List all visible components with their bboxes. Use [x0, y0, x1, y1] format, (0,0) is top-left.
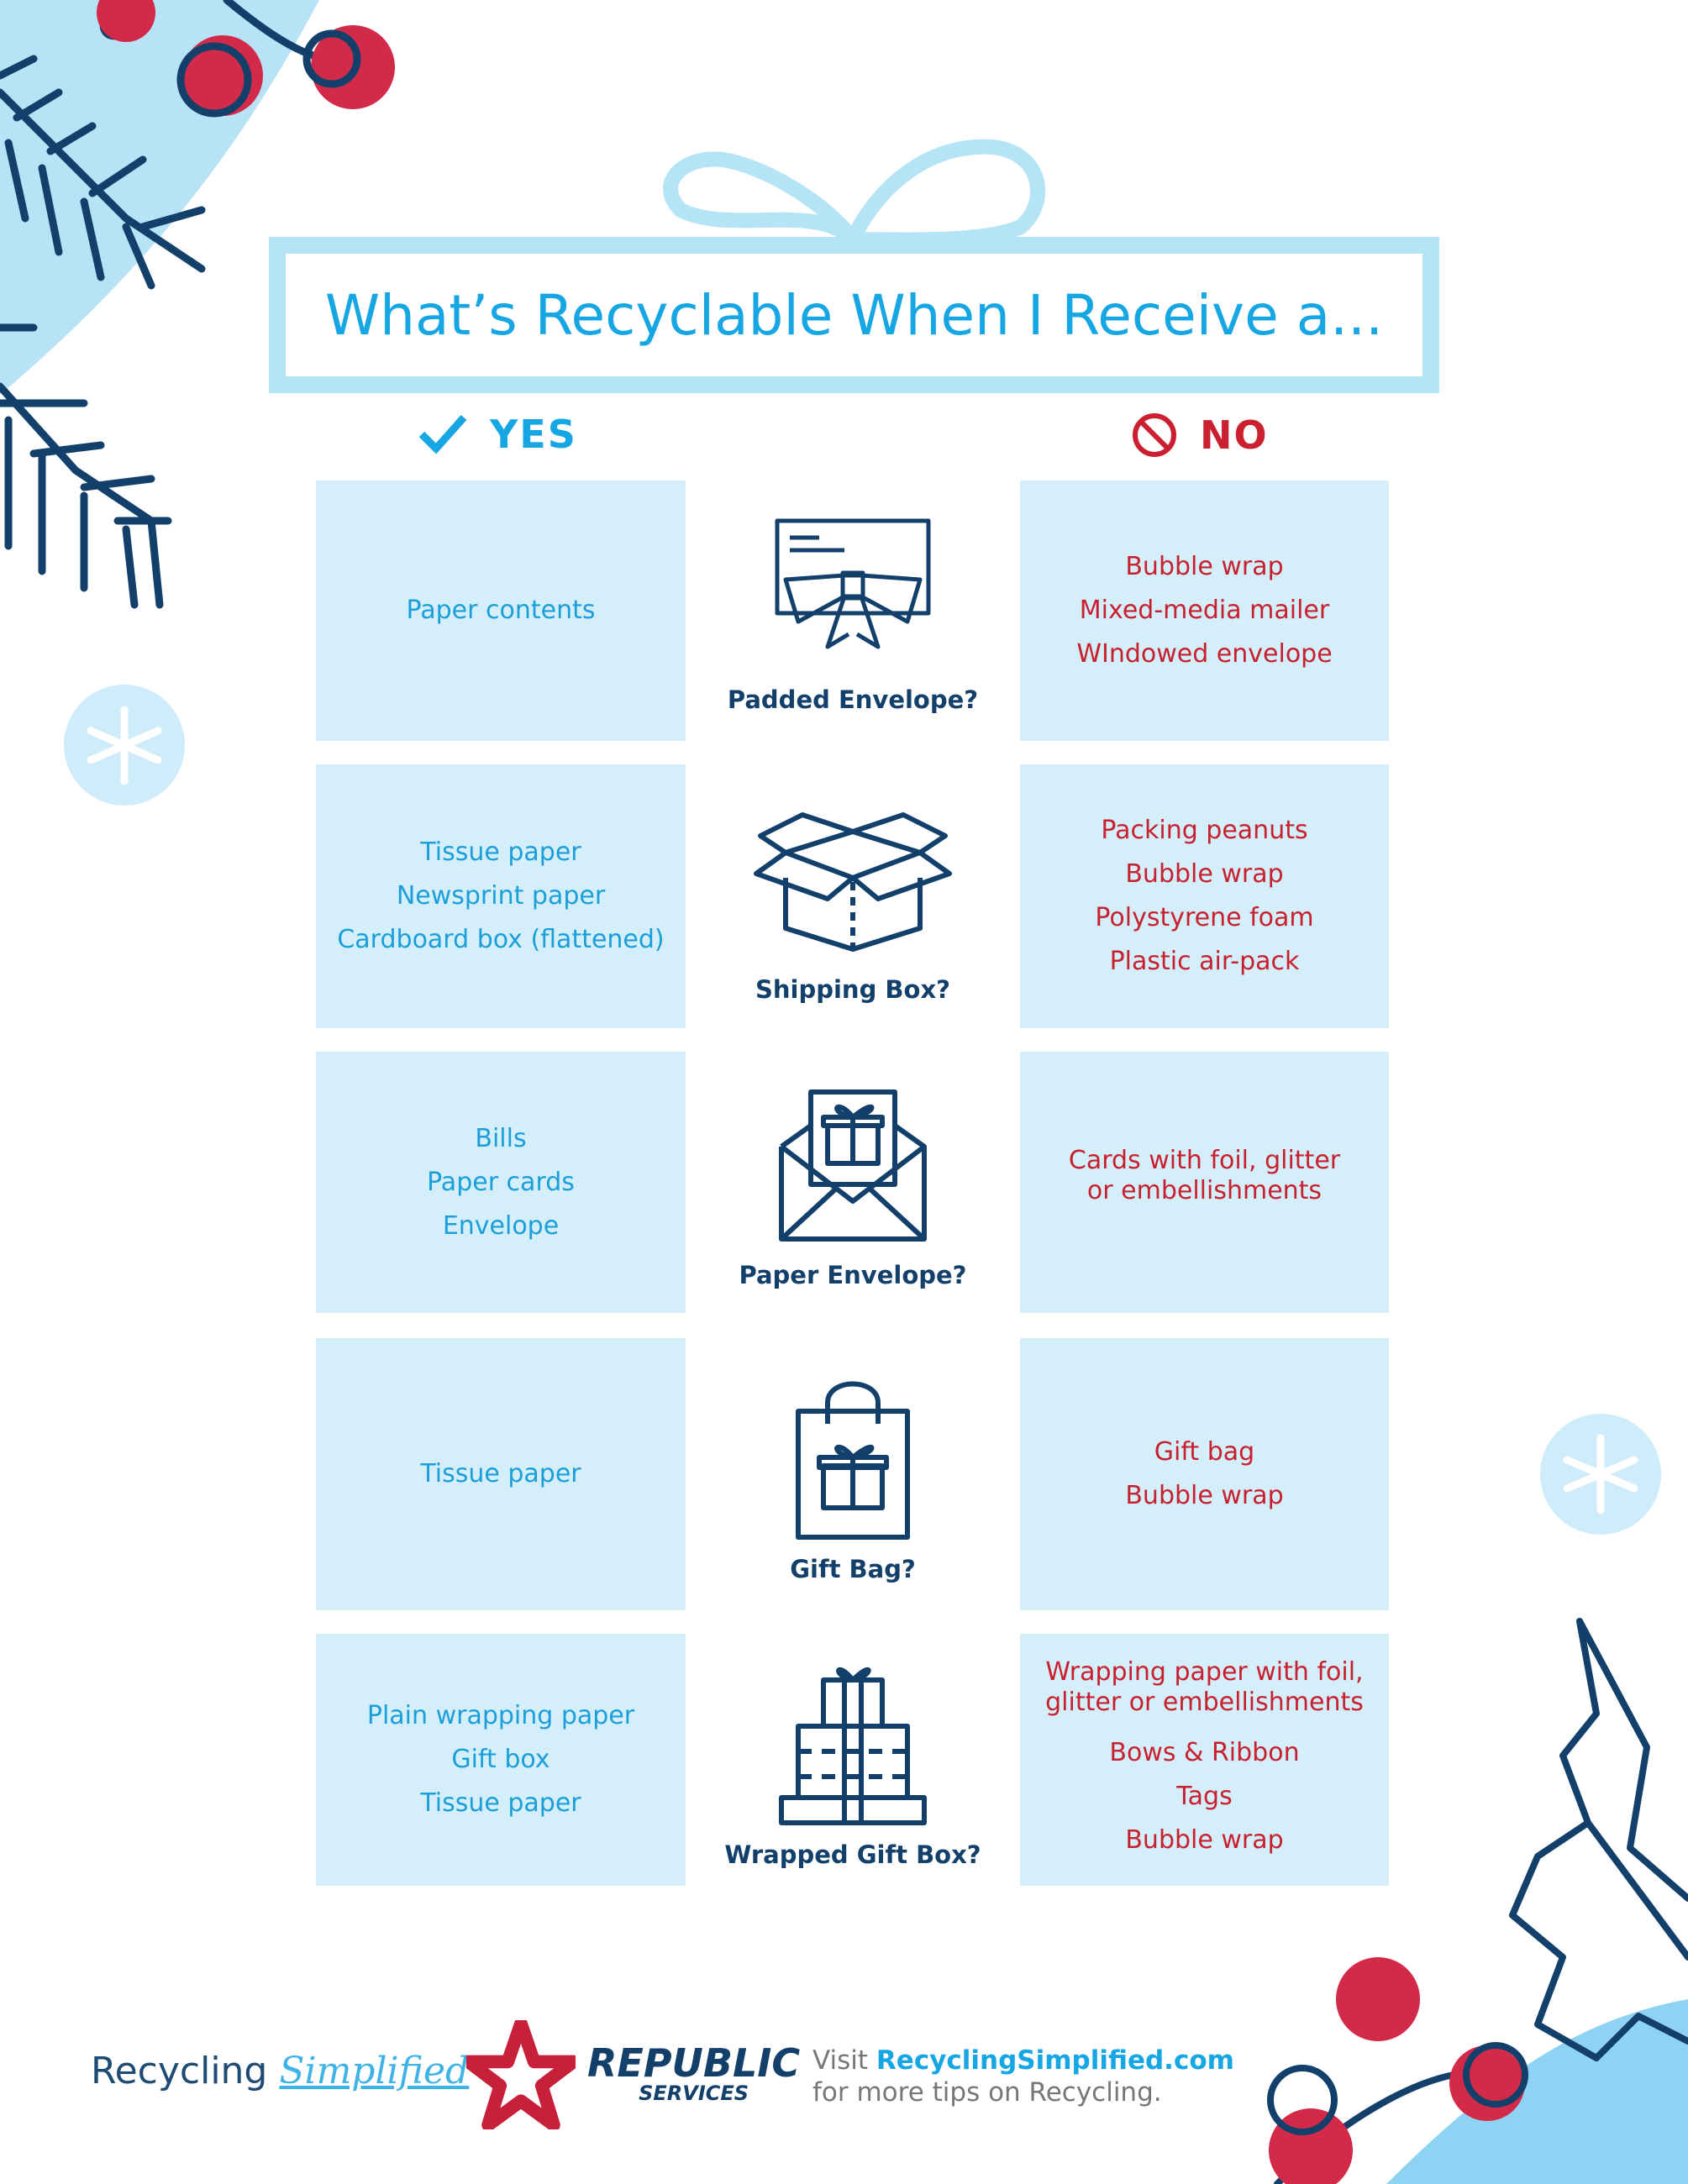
recycling-simplified-logo: Recycling Simplified [91, 2050, 469, 2092]
republic-star-icon [466, 2020, 576, 2129]
yes-box-paper-envelope: Bills Paper cards Envelope [316, 1052, 686, 1313]
top-left-branch-decoration [0, 0, 395, 609]
no-item: Bubble wrap [1125, 552, 1284, 581]
logo-text-simplified: Simplified [279, 2050, 470, 2092]
no-header: NO [1131, 412, 1269, 459]
tips-text: for more tips on Recycling. [812, 2077, 1162, 2108]
paper-envelope-icon [779, 1089, 927, 1242]
yes-box-padded-envelope: Paper contents [316, 480, 686, 741]
yes-item: Gift box [451, 1745, 550, 1774]
no-item: Cards with foil, glitter or embellishmen… [1068, 1145, 1341, 1205]
yes-label: YES [490, 412, 577, 457]
yes-item: Paper cards [427, 1167, 575, 1197]
yes-box-shipping-box: Tissue paper Newsprint paper Cardboard b… [316, 764, 686, 1028]
prohibited-icon [1133, 413, 1176, 457]
no-box-gift-bag: Gift bag Bubble wrap [1020, 1338, 1389, 1610]
padded-envelope-icon [775, 518, 931, 649]
item-wrapped-gift-box: Wrapped Gift Box? [686, 1646, 1020, 1882]
no-box-wrapped-gift-box: Wrapping paper with foil, glitter or emb… [1020, 1634, 1389, 1886]
yes-item: Bills [475, 1123, 527, 1153]
yes-box-gift-bag: Tissue paper [316, 1338, 686, 1610]
item-label: Gift Bag? [790, 1555, 916, 1583]
visit-text: Visit RecyclingSimplified.com for more t… [812, 2045, 1234, 2108]
item-padded-envelope: Padded Envelope? [686, 496, 1020, 722]
no-box-shipping-box: Packing peanuts Bubble wrap Polystyrene … [1020, 764, 1389, 1028]
yes-item: Tissue paper [420, 1788, 581, 1818]
no-item: Bubble wrap [1125, 859, 1284, 889]
no-item: Bows & Ribbon [1109, 1738, 1300, 1767]
no-item: Packing peanuts [1101, 816, 1308, 845]
page-title: What’s Recyclable When I Receive a... [324, 282, 1384, 348]
gift-bag-icon [796, 1381, 910, 1540]
logo-text-recycling: Recycling [91, 2050, 268, 2092]
yes-item: Envelope [442, 1210, 560, 1241]
no-item: Mixed-media mailer [1079, 596, 1330, 625]
no-label: NO [1200, 412, 1269, 458]
yes-item: Tissue paper [420, 837, 581, 867]
item-label: Padded Envelope? [727, 685, 979, 714]
yes-item: Tissue paper [420, 1459, 581, 1488]
no-box-paper-envelope: Cards with foil, glitter or embellishmen… [1020, 1052, 1389, 1313]
no-item: WIndowed envelope [1076, 639, 1333, 669]
republic-services-logo: REPUBLIC SERVICES [466, 2020, 800, 2129]
yes-item: Plain wrapping paper [366, 1701, 635, 1730]
item-paper-envelope: Paper Envelope? [686, 1067, 1020, 1302]
no-item: Bubble wrap [1125, 1481, 1284, 1510]
yes-item: Paper contents [406, 596, 596, 625]
bottom-right-holly-decoration [1267, 1618, 1688, 2184]
yes-item: Cardboard box (flattened) [337, 925, 665, 954]
republic-text: REPUBLIC [587, 2040, 801, 2086]
no-item: Bubble wrap [1125, 1825, 1284, 1855]
item-label: Wrapped Gift Box? [724, 1840, 981, 1869]
item-gift-bag: Gift Bag? [686, 1361, 1020, 1596]
website-link[interactable]: RecyclingSimplified.com [876, 2045, 1234, 2076]
snowflake-left-decoration [64, 685, 185, 806]
gift-bow-decoration [663, 139, 1046, 248]
item-label: Paper Envelope? [739, 1261, 967, 1289]
shipping-box-icon [754, 812, 952, 952]
visit-label: Visit [812, 2045, 869, 2076]
no-box-padded-envelope: Bubble wrap Mixed-media mailer WIndowed … [1020, 480, 1389, 741]
no-item: Wrapping paper with foil, glitter or emb… [1045, 1657, 1364, 1717]
no-item: Tags [1176, 1782, 1233, 1811]
no-item: Plastic air-pack [1109, 947, 1300, 976]
item-shipping-box: Shipping Box? [686, 781, 1020, 1016]
yes-header: YES [418, 412, 577, 457]
yes-box-wrapped-gift-box: Plain wrapping paper Gift box Tissue pap… [316, 1634, 686, 1886]
snowflake-right-decoration [1540, 1414, 1661, 1535]
checkmark-icon [418, 415, 467, 454]
no-item: Gift bag [1154, 1437, 1255, 1467]
services-text: SERVICES [639, 2082, 749, 2105]
item-label: Shipping Box? [755, 975, 950, 1004]
wrapped-gift-box-icon [779, 1667, 927, 1825]
no-item: Polystyrene foam [1095, 903, 1314, 932]
yes-item: Newsprint paper [396, 881, 606, 911]
title-box: What’s Recyclable When I Receive a... [269, 237, 1439, 393]
